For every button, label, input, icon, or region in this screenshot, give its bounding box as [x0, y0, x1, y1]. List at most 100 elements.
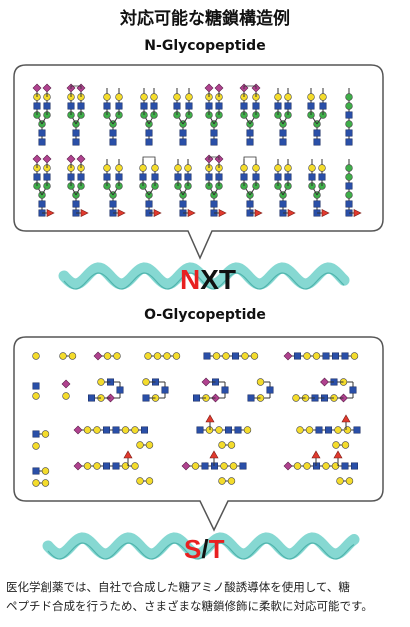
- fucose-triangle: [311, 450, 321, 459]
- glcnac-square: [103, 426, 111, 434]
- n-glycan: [173, 88, 193, 146]
- fucose-triangle: [46, 209, 55, 217]
- galactose-circle: [93, 462, 101, 470]
- galactose-circle: [250, 352, 259, 360]
- linkage-bracket: [243, 85, 257, 89]
- fucose-branch: [341, 414, 351, 430]
- glcnac-square: [284, 173, 292, 181]
- o-glycan: [218, 477, 236, 485]
- galactose-circle: [336, 477, 344, 485]
- glcnac-square: [43, 173, 51, 181]
- fucose-triangle: [353, 209, 362, 217]
- o-glycan: [59, 352, 77, 360]
- fucose-branch: [205, 414, 215, 430]
- fucose-branch: [333, 450, 343, 466]
- galactose-circle: [220, 462, 228, 470]
- o-glycan-branched: [247, 378, 274, 402]
- galactose-circle: [284, 164, 292, 172]
- mannose-circle: [345, 164, 353, 172]
- glcnac-square: [232, 352, 240, 360]
- linkage-bracket: [70, 85, 82, 89]
- galactose-circle: [341, 441, 350, 449]
- glcnac-square: [67, 102, 75, 110]
- glcnac-square: [67, 173, 75, 181]
- galactose-circle: [350, 352, 359, 360]
- fucose-triangle: [80, 209, 89, 217]
- o-glycan: [32, 467, 50, 475]
- glcnac-square: [145, 138, 153, 146]
- o-glycan: [332, 441, 350, 449]
- sialic-diamond: [66, 154, 76, 164]
- n-glycan: [307, 88, 327, 146]
- galactose-circle: [150, 93, 158, 101]
- galactose-circle: [131, 426, 139, 434]
- galactose-circle: [121, 462, 130, 470]
- n-glycan: [345, 159, 362, 217]
- glcnac-square: [103, 462, 111, 470]
- glcnac-square: [203, 352, 211, 360]
- galactose-circle: [241, 352, 249, 360]
- caption-text: 医化学創薬では、自社で合成した糖アミノ酸誘導体を使用して、糖 ペプチド合成を行う…: [6, 578, 406, 616]
- glcnac-square: [307, 102, 315, 110]
- sialic-diamond: [76, 154, 86, 164]
- glcnac-square: [205, 102, 213, 110]
- o-glycan-branched: [292, 377, 357, 403]
- glcnac-square: [193, 394, 201, 402]
- galactose-circle: [173, 93, 181, 101]
- n-glycan-structures: [32, 83, 362, 217]
- galactose-circle: [41, 467, 50, 475]
- galactose-circle: [172, 352, 181, 360]
- glcnac-square: [225, 426, 233, 434]
- glcnac-square: [318, 173, 326, 181]
- glcnac-square: [246, 200, 254, 208]
- fucose-triangle: [218, 209, 227, 217]
- glcnac-square: [279, 200, 287, 208]
- glcnac-square: [221, 386, 229, 394]
- n-glycan: [103, 88, 123, 146]
- galactose-circle: [32, 352, 40, 360]
- page-title: 対応可能な糖鎖構造例: [120, 9, 290, 29]
- glcnac-square: [345, 129, 353, 137]
- galactose-circle: [103, 93, 111, 101]
- sialic-diamond: [214, 83, 224, 93]
- glcnac-square: [115, 173, 123, 181]
- n-glycopeptide-title: N-Glycopeptide: [144, 38, 266, 54]
- o-glycan: [283, 461, 358, 471]
- o-motif-label: S/T: [184, 534, 225, 564]
- glcnac-square: [274, 173, 282, 181]
- galactose-circle: [307, 93, 315, 101]
- galactose-circle: [163, 352, 171, 360]
- glcnac-square: [150, 102, 158, 110]
- glcnac-square: [139, 173, 147, 181]
- glcnac-square: [32, 467, 40, 475]
- glcnac-square: [313, 138, 321, 146]
- sialic-diamond: [181, 461, 191, 471]
- galactose-circle: [331, 462, 340, 470]
- glcnac-square: [116, 386, 124, 394]
- glcnac-square: [196, 426, 204, 434]
- glcnac-square: [43, 102, 51, 110]
- galactose-circle: [62, 392, 70, 400]
- galactose-circle: [136, 441, 144, 449]
- galactose-circle: [284, 93, 292, 101]
- o-glycan: [32, 392, 40, 400]
- glcnac-square: [246, 129, 254, 137]
- linkage-bracket: [142, 156, 156, 160]
- glcnac-square: [174, 173, 182, 181]
- galactose-circle: [222, 352, 230, 360]
- o-glycan-branched: [193, 377, 229, 403]
- o-glycan: [73, 461, 139, 471]
- glcnac-square: [142, 394, 150, 402]
- sialic-diamond: [32, 83, 42, 93]
- glcnac-square: [293, 352, 301, 360]
- glcnac-square: [38, 200, 46, 208]
- glcnac-square: [33, 173, 41, 181]
- glcnac-square: [345, 138, 353, 146]
- glcnac-square: [109, 138, 117, 146]
- glcnac-square: [279, 129, 287, 137]
- galactose-circle: [229, 462, 238, 470]
- glcnac-square: [210, 138, 218, 146]
- galactose-circle: [83, 462, 92, 470]
- galactose-circle: [227, 477, 236, 485]
